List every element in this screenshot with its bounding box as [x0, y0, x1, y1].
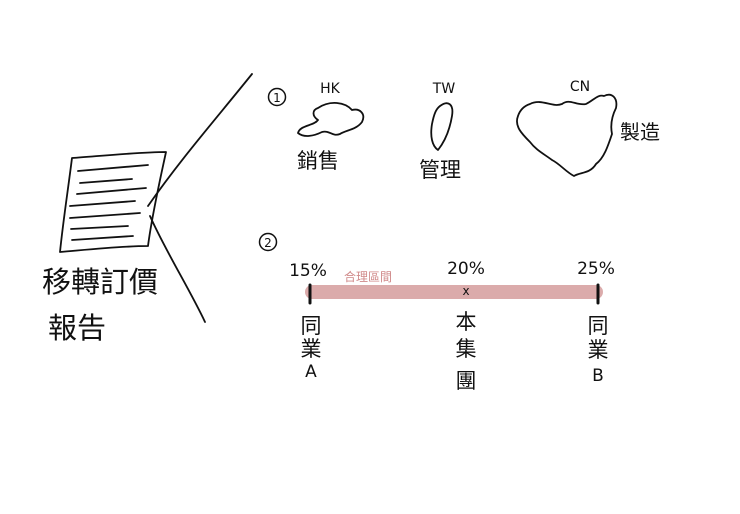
peer-b-label-char-3: B — [592, 366, 604, 386]
peer-a-label-char-1: 同 — [301, 314, 322, 338]
svg-text:2: 2 — [264, 236, 272, 250]
our-group-label-char-3: 團 — [456, 369, 477, 393]
report-page-outline — [59, 151, 167, 253]
svg-text:1: 1 — [273, 91, 281, 105]
peer-a-label-char-2: 業 — [301, 337, 322, 361]
report-text-lines — [69, 164, 149, 241]
report-document-sketch — [59, 73, 253, 323]
function-label-hk: 銷售 — [297, 149, 339, 173]
our-group-marker: x — [462, 284, 469, 298]
hong-kong-map-sketch — [297, 102, 365, 137]
pointer-line-upper — [147, 73, 253, 207]
section-2-number: 2 — [258, 232, 278, 252]
taiwan-map-sketch — [430, 102, 454, 151]
percent-label-peer-a: 15% — [289, 261, 327, 281]
pointer-line-lower — [149, 215, 206, 323]
function-label-cn: 製造 — [620, 120, 660, 144]
our-group-label-char-1: 本 — [456, 310, 477, 334]
peer-a-label-char-3: A — [305, 362, 317, 382]
region-code-cn: CN — [570, 79, 590, 95]
region-code-hk: HK — [320, 81, 341, 97]
percent-label-our-group: 20% — [447, 259, 485, 279]
report-caption-line1: 移轉訂價 — [42, 265, 158, 299]
percent-label-peer-b: 25% — [577, 259, 615, 279]
region-code-tw: TW — [432, 81, 456, 97]
our-group-label-char-2: 集 — [456, 337, 477, 361]
function-label-tw: 管理 — [419, 158, 461, 182]
china-map-sketch — [516, 93, 618, 177]
peer-b-label-char-1: 同 — [588, 314, 609, 338]
section-1-number: 1 — [267, 87, 287, 107]
peer-b-label-char-2: 業 — [588, 338, 609, 362]
report-caption-line2: 報告 — [48, 311, 106, 345]
reasonable-range-label: 合理區間 — [344, 269, 392, 284]
